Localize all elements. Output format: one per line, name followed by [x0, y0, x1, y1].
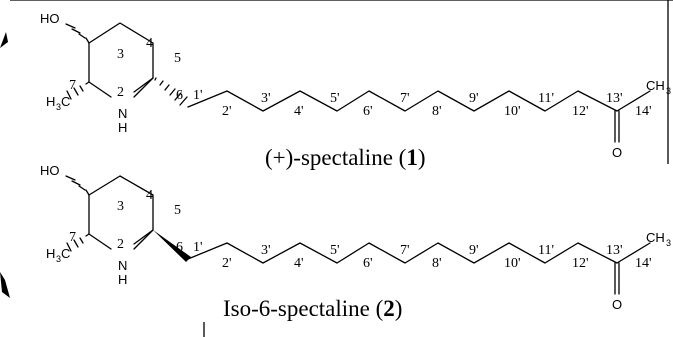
chain-number-11-2: 11': [538, 243, 554, 258]
nitrogen-label-2: N: [118, 258, 127, 273]
oxygen-label-1: O: [612, 145, 622, 160]
chain-number-12-2: 12': [572, 256, 589, 271]
chain-number-1-2: 1': [193, 240, 203, 255]
edge-arrow-bottom: [0, 272, 10, 298]
ring-bonds-2: [88, 175, 154, 245]
chain-number-3-2: 3': [261, 243, 271, 258]
nh-hydrogen-label-2: H: [118, 272, 127, 287]
svg-text:CH: CH: [646, 230, 665, 245]
terminal-methyl-label-2: CH 3: [646, 230, 671, 248]
caption-1: (+)-spectaline (1): [265, 145, 426, 170]
chain-number-6-2: 6': [363, 256, 373, 271]
ring-number-3-1: 3: [117, 47, 124, 62]
ring-number-5-2: 5: [174, 203, 181, 218]
hashed-wedge-methyl-2: [66, 233, 90, 252]
oxygen-label-2: O: [612, 297, 622, 312]
svg-text:H: H: [46, 246, 55, 261]
svg-text:H: H: [46, 94, 55, 109]
ring-bond-c2-n-2: [88, 233, 112, 250]
hydroxyl-label-2: HO: [40, 163, 60, 178]
svg-text:3: 3: [56, 254, 61, 264]
hashed-wedge-oh-1: [65, 23, 90, 44]
svg-text:3: 3: [666, 86, 671, 96]
hashed-wedge-chain-1: [154, 77, 188, 106]
terminal-methyl-label-1: CH 3: [646, 78, 671, 96]
chain-number-7-2: 7': [400, 243, 410, 258]
chain-number-14-1: 14': [635, 104, 652, 119]
chain-number-1-1: 1': [193, 88, 203, 103]
chain-number-4-1: 4': [294, 104, 304, 119]
alkyl-chain-1: [187, 90, 618, 112]
chain-number-5-2: 5': [330, 243, 340, 258]
chain-number-3-1: 3': [261, 91, 271, 106]
ring-number-7-2: 7: [69, 230, 76, 245]
methyl-label-2: H 3 C: [46, 246, 70, 264]
svg-text:3: 3: [666, 238, 671, 248]
ring-bond-n-c6-2: [133, 229, 154, 250]
svg-text:C: C: [61, 246, 70, 261]
chain-number-10-2: 10': [504, 256, 521, 271]
methyl-label-1: H 3 C: [46, 94, 70, 112]
chain-number-6-1: 6': [363, 104, 373, 119]
ring-bond-n-c6-1: [133, 77, 154, 98]
chain-number-8-2: 8': [432, 256, 442, 271]
nh-hydrogen-label-1: H: [118, 120, 127, 135]
edge-arrow-top: [0, 32, 8, 48]
nitrogen-label-1: N: [118, 106, 127, 121]
bond-c13-c14-2: [616, 242, 651, 264]
chain-number-2-2: 2': [222, 256, 232, 271]
ring-bond-c2-n-1: [88, 81, 112, 98]
bond-c13-c14-1: [616, 90, 651, 112]
alkyl-chain-2: [187, 242, 618, 264]
ring-bonds-1: [88, 22, 154, 93]
chain-number-7-1: 7': [400, 91, 410, 106]
chain-number-5-1: 5': [330, 91, 340, 106]
ring-number-3-2: 3: [117, 199, 124, 214]
chain-number-13-2: 13': [606, 243, 623, 258]
caption-2: Iso-6-spectaline (2): [223, 296, 402, 321]
chain-number-10-1: 10': [504, 104, 521, 119]
solid-wedge-chain-2: [153, 230, 191, 262]
molecule-2: HO N H H 3 C CH 3 O 3 4 5 2 6 7 1' 2' 3'…: [40, 163, 671, 321]
svg-text:CH: CH: [646, 78, 665, 93]
chain-number-4-2: 4': [294, 256, 304, 271]
chain-number-12-1: 12': [572, 104, 589, 119]
hashed-wedge-methyl-1: [66, 81, 90, 100]
ring-number-2-2: 2: [117, 237, 124, 252]
chain-number-8-1: 8': [432, 104, 442, 119]
chain-number-13-1: 13': [606, 91, 623, 106]
ring-number-4-1: 4: [146, 36, 153, 51]
ring-number-6-1: 6: [176, 88, 183, 103]
ring-number-5-1: 5: [174, 51, 181, 66]
chain-number-11-1: 11': [538, 91, 554, 106]
chain-number-14-2: 14': [635, 256, 652, 271]
ring-number-6-2: 6: [176, 240, 183, 255]
hashed-wedge-oh-2: [65, 175, 90, 196]
hydroxyl-label-1: HO: [40, 11, 60, 26]
ring-number-7-1: 7: [69, 78, 76, 93]
chain-number-2-1: 2': [222, 104, 232, 119]
svg-text:3: 3: [56, 102, 61, 112]
chain-number-9-1: 9': [469, 91, 479, 106]
ring-number-4-2: 4: [146, 188, 153, 203]
chain-number-9-2: 9': [469, 243, 479, 258]
ring-number-2-1: 2: [117, 85, 124, 100]
molecule-1: HO N H H 3 C CH 3 O 3 4 5 2 6 7 1' 2' 3'…: [40, 11, 671, 170]
svg-text:C: C: [61, 94, 70, 109]
